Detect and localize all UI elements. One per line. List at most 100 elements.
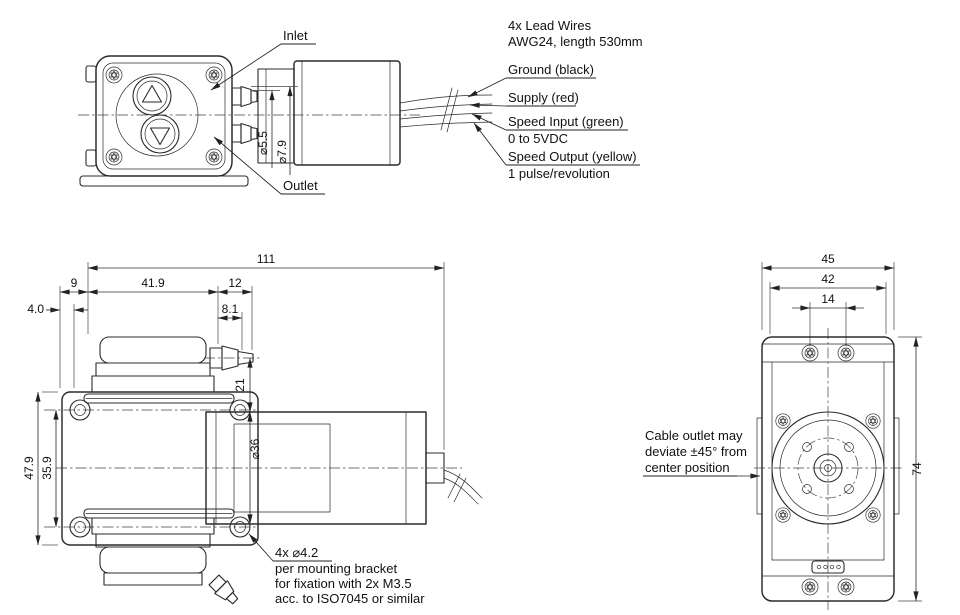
inlet-barb (231, 85, 258, 108)
clamp-bar (83, 393, 235, 404)
torx-screw-icon (865, 507, 881, 523)
dim-42: 42 (769, 272, 887, 334)
note-line: deviate ±45° from (645, 444, 747, 459)
dim-label: 42 (821, 272, 835, 286)
speed-input-label: Speed Input (green) (508, 114, 624, 129)
speed-output-detail: 1 pulse/revolution (508, 166, 610, 181)
flow-triangle-icon (149, 127, 171, 146)
motor-rear-boss (425, 452, 445, 484)
dim-label: 8.1 (222, 302, 239, 316)
dim-label: 14 (821, 292, 835, 306)
lead-wires (399, 87, 493, 133)
torx-screw-icon (775, 507, 791, 523)
dim-label: 45 (821, 252, 835, 266)
note-line: center position (645, 460, 730, 475)
torx-screw-icon (105, 66, 123, 84)
end-body (754, 328, 902, 610)
cable-side (443, 469, 483, 505)
cable-outlet-note: Cable outlet may deviate ±45° from cente… (643, 428, 761, 479)
note-line: for fixation with 2x M3.5 (275, 576, 412, 591)
side-view: 111 9 41.9 12 4.0 8.1 (22, 252, 483, 606)
dim-label: 9 (71, 276, 78, 290)
dim-41-9: 41.9 (87, 276, 219, 344)
bottom-barb (208, 574, 239, 605)
dim-4-0: 4.0 (27, 302, 88, 388)
lead-wires-title: 4x Lead Wires (508, 18, 592, 33)
inlet-port (132, 76, 172, 116)
dim-12: 12 (217, 276, 253, 350)
mounting-base (79, 175, 249, 187)
note-line: per mounting bracket (275, 561, 398, 576)
supply-label: Supply (red) (508, 90, 579, 105)
speed-output-label: Speed Output (yellow) (508, 149, 637, 164)
torx-screw-icon (865, 413, 881, 429)
dim-barb-7-9: ⌀7.9 (251, 86, 298, 175)
wire-break-mark (446, 89, 459, 133)
wire-break-mark (447, 473, 461, 499)
ground-callout: Ground (black) (467, 62, 596, 98)
inlet-callout: Inlet (210, 28, 316, 91)
bracket-note: 4x ⌀4.2 per mounting bracket for fixatio… (248, 533, 425, 606)
dim-label: 35.9 (40, 456, 54, 480)
note-line: acc. to ISO7045 or similar (275, 591, 425, 606)
motor-body (293, 60, 401, 166)
torx-screw-icon (105, 148, 123, 166)
dim-14: 14 (792, 292, 864, 346)
torx-screw-icon (801, 578, 819, 596)
supply-callout: Supply (red) (469, 90, 579, 108)
bracket-tab (85, 65, 97, 83)
torx-screw-icon (205, 148, 223, 166)
speed-output-callout: Speed Output (yellow) 1 pulse/revolution (473, 122, 640, 181)
note-line: 4x ⌀4.2 (275, 545, 318, 560)
wiring-labels: 4x Lead Wires AWG24, length 530mm Ground… (467, 18, 643, 181)
dim-21: 21 (233, 357, 253, 413)
note-line: Cable outlet may (645, 428, 743, 443)
outlet-port (140, 114, 180, 154)
inlet-label: Inlet (283, 28, 308, 43)
flow-triangle-icon (141, 84, 163, 103)
dim-barb-5-5: ⌀5.5 (251, 90, 280, 168)
dim-74: 74 (898, 336, 924, 602)
torx-screw-icon (837, 344, 855, 362)
dim-label: ⌀7.9 (275, 140, 289, 164)
dim-45: 45 (761, 252, 895, 330)
cable-outlet (811, 560, 845, 574)
front-view: ⌀5.5 ⌀7.9 Inlet Outlet (78, 28, 493, 195)
pump-chamber-circle (115, 73, 199, 157)
outlet-label: Outlet (283, 178, 318, 193)
wire-break-mark (453, 477, 467, 503)
wire-break-mark (440, 87, 453, 131)
dim-8-1: 8.1 (217, 302, 243, 350)
dim-label: ⌀5.5 (256, 131, 270, 155)
dim-35-9: 35.9 (40, 409, 59, 528)
bracket-tab (85, 149, 97, 167)
dim-label: 4.0 (27, 302, 44, 316)
motor-face (771, 411, 885, 525)
speed-input-callout: Speed Input (green) 0 to 5VDC (471, 113, 628, 146)
outlet-callout: Outlet (213, 136, 325, 195)
lead-wires-subtitle: AWG24, length 530mm (508, 34, 643, 49)
dim-36: ⌀36 (247, 411, 262, 525)
pump-head-side-bottom (91, 517, 239, 605)
port-barb-side (204, 345, 262, 371)
dim-label: 74 (910, 462, 924, 476)
dim-label: 21 (233, 378, 247, 392)
speed-input-range: 0 to 5VDC (508, 131, 568, 146)
pump-head-side (91, 336, 215, 393)
dim-label: 41.9 (141, 276, 165, 290)
end-view: 45 42 14 (643, 252, 924, 610)
torx-screw-icon (775, 413, 791, 429)
outlet-barb (231, 122, 258, 145)
mounting-bracket (44, 391, 259, 546)
dim-9: 9 (59, 276, 89, 388)
dim-label: 12 (228, 276, 242, 290)
dim-label: ⌀36 (248, 438, 262, 459)
ground-label: Ground (black) (508, 62, 594, 77)
pump-head-outline (95, 55, 233, 177)
torx-screw-icon (801, 344, 819, 362)
torx-screw-icon (837, 578, 855, 596)
motor-side (56, 411, 483, 525)
torx-screw-icon (205, 66, 223, 84)
